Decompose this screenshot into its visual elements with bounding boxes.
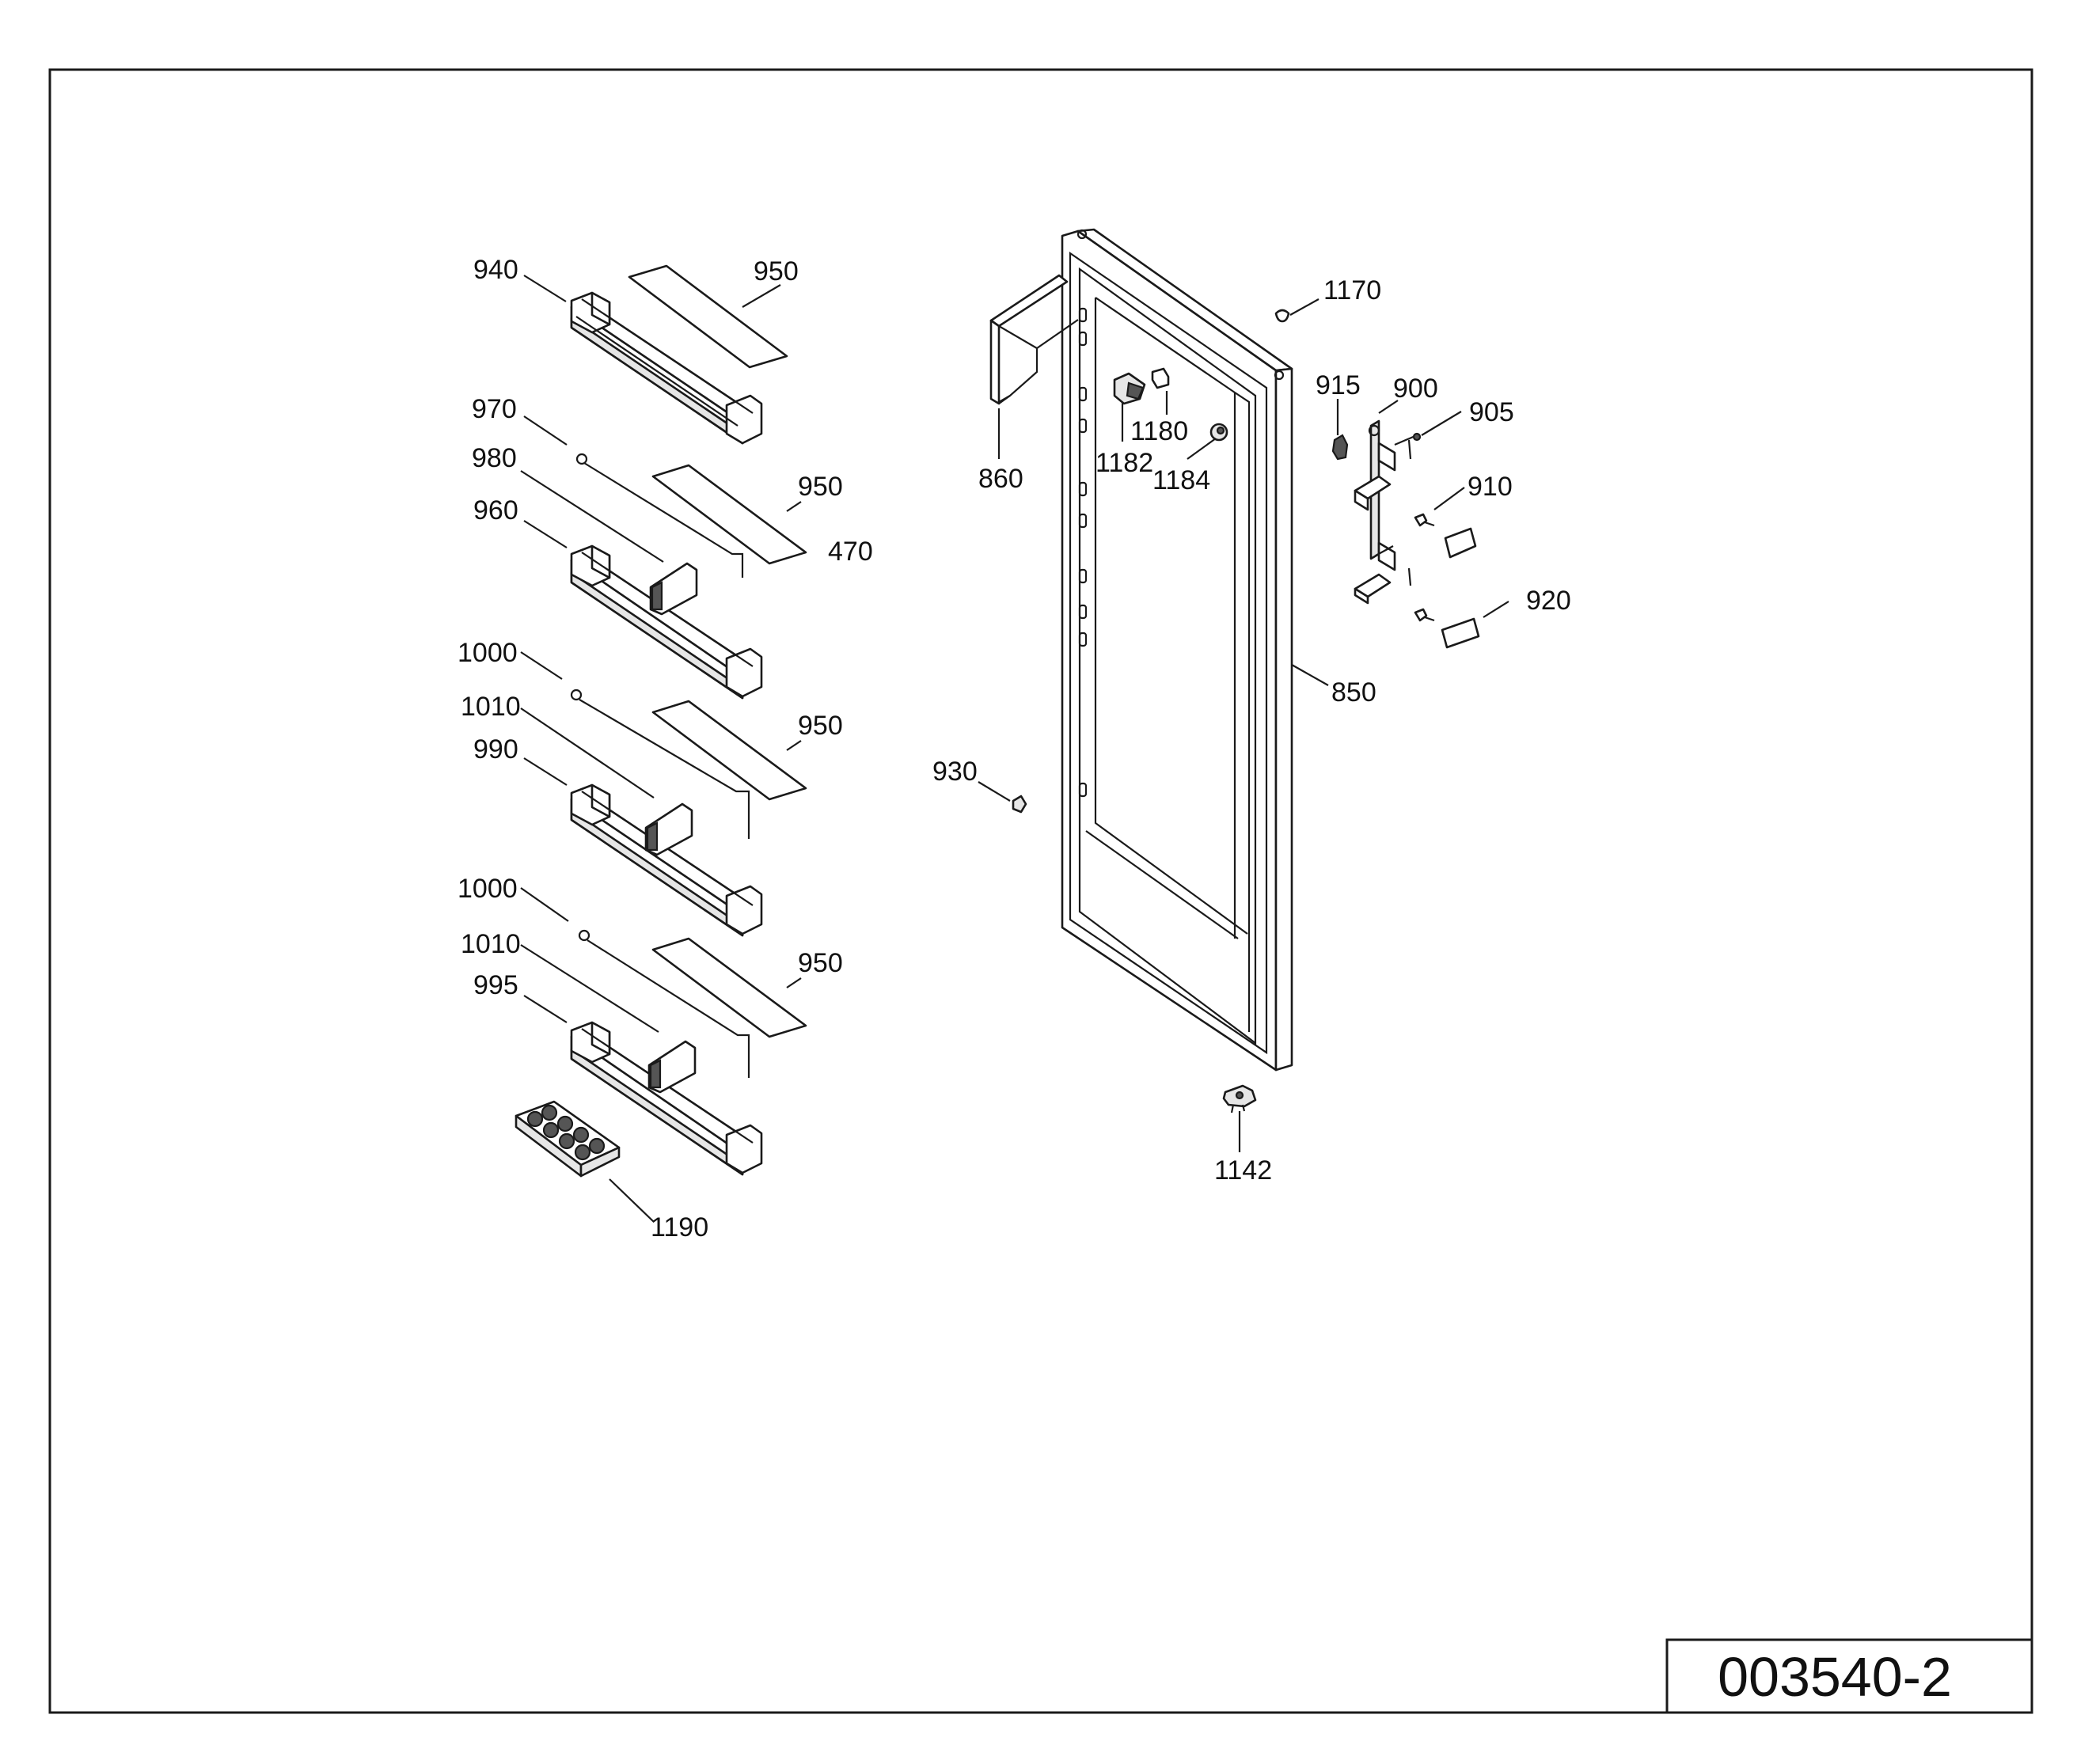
label-1010-2: 1010 bbox=[461, 929, 521, 959]
cover-920 bbox=[1441, 527, 1480, 649]
label-1142: 1142 bbox=[1214, 1155, 1272, 1185]
label-950-4: 950 bbox=[798, 948, 843, 978]
door-shelf-960 bbox=[570, 544, 763, 700]
label-470: 470 bbox=[828, 537, 873, 567]
part-1170 bbox=[1274, 309, 1290, 323]
shelf-strip-950-1 bbox=[628, 264, 788, 369]
label-950-3: 950 bbox=[798, 711, 843, 741]
label-915: 915 bbox=[1316, 370, 1361, 400]
label-990: 990 bbox=[473, 734, 518, 764]
rod-970 bbox=[575, 453, 744, 578]
shelf-strip-950-4 bbox=[651, 937, 807, 1038]
part-1184 bbox=[1209, 423, 1228, 442]
part-labels: 940 950 970 980 950 470 960 1000 1010 99… bbox=[458, 255, 1571, 1242]
label-1184: 1184 bbox=[1152, 465, 1210, 495]
door-850 bbox=[1061, 228, 1293, 1072]
label-1182: 1182 bbox=[1095, 448, 1153, 478]
label-1010-1: 1010 bbox=[461, 692, 521, 722]
label-1170: 1170 bbox=[1323, 275, 1381, 305]
label-1000-1: 1000 bbox=[458, 638, 518, 668]
drawing-number: 003540-2 bbox=[1718, 1646, 1952, 1708]
part-1182 bbox=[1113, 372, 1146, 405]
label-850: 850 bbox=[1331, 677, 1376, 707]
label-1000-2: 1000 bbox=[458, 874, 518, 904]
shelf-strip-950-3 bbox=[651, 700, 807, 801]
egg-tray-1190 bbox=[515, 1100, 621, 1178]
part-1142 bbox=[1222, 1084, 1257, 1113]
door-shelf-990 bbox=[570, 783, 763, 937]
rod-1000-2 bbox=[578, 929, 750, 1078]
door-shelf-940 bbox=[570, 291, 763, 445]
label-900: 900 bbox=[1393, 374, 1438, 404]
label-950-2: 950 bbox=[798, 472, 843, 502]
label-995: 995 bbox=[473, 970, 518, 1000]
leader-lines bbox=[520, 275, 1509, 1223]
bracket-915 bbox=[1331, 434, 1349, 461]
label-920: 920 bbox=[1526, 586, 1571, 616]
rod-1000-1 bbox=[570, 689, 750, 839]
divider-1010-1 bbox=[644, 802, 693, 856]
hinge-900 bbox=[1354, 419, 1396, 605]
label-905: 905 bbox=[1469, 397, 1514, 427]
shelf-strip-950-2 bbox=[651, 464, 807, 565]
label-910: 910 bbox=[1468, 472, 1513, 502]
label-1180: 1180 bbox=[1130, 416, 1188, 446]
label-970: 970 bbox=[472, 394, 517, 424]
label-860: 860 bbox=[978, 464, 1023, 494]
drawing-border bbox=[48, 68, 2033, 1714]
label-980: 980 bbox=[472, 443, 517, 473]
part-930 bbox=[1012, 795, 1027, 814]
label-950-1: 950 bbox=[754, 256, 799, 286]
label-930: 930 bbox=[932, 757, 978, 787]
part-1180 bbox=[1151, 367, 1170, 389]
label-1190: 1190 bbox=[651, 1212, 708, 1242]
label-960: 960 bbox=[473, 495, 518, 525]
title-block bbox=[1665, 1638, 2033, 1714]
divider-980 bbox=[649, 562, 698, 616]
screw-910 bbox=[1414, 513, 1435, 622]
divider-1010-2 bbox=[647, 1040, 697, 1094]
screw-905 bbox=[1394, 432, 1422, 586]
label-940: 940 bbox=[473, 255, 518, 285]
handle-860 bbox=[989, 274, 1079, 405]
